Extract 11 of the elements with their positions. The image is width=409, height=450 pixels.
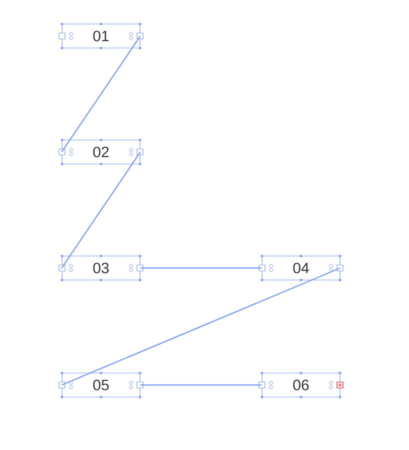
thread-line [140, 384, 262, 386]
text-frame: 03 [58, 254, 144, 282]
text-frame: 01 [58, 22, 144, 50]
thread-line [140, 267, 262, 269]
text-frame: 05 [58, 372, 144, 398]
thread-line [61, 152, 141, 268]
text-frame: 02 [58, 138, 144, 166]
thread-line [61, 36, 141, 152]
text-frame: 06 [258, 372, 344, 398]
text-frame: 04 [258, 254, 344, 282]
thread-line [61, 267, 341, 386]
